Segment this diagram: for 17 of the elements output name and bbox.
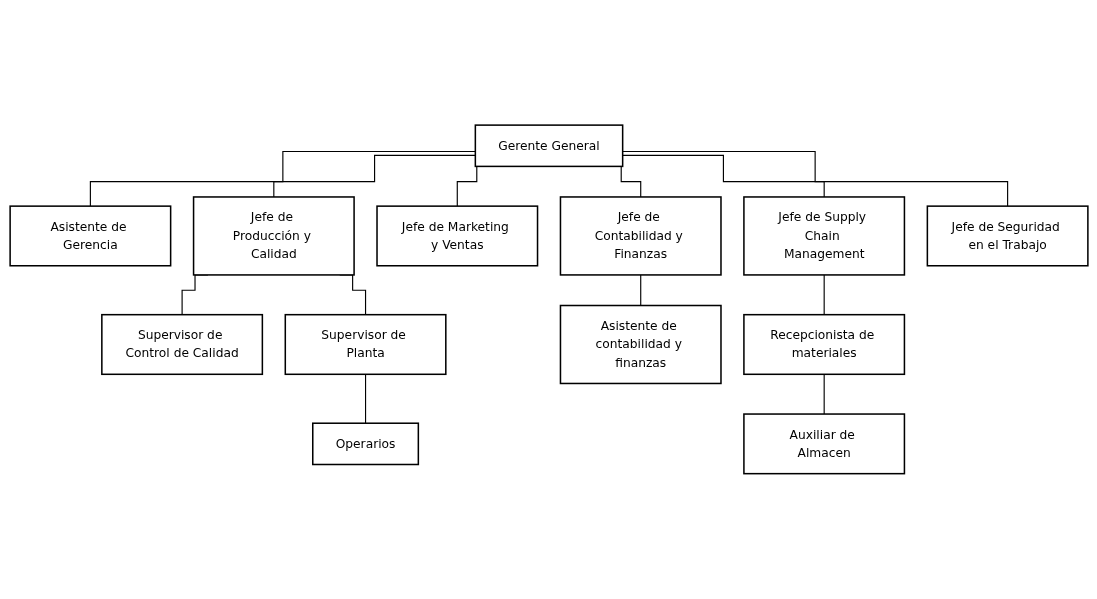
node-box: Operarios — [311, 422, 419, 466]
node-box: Gerente General — [474, 124, 623, 168]
node-box: Jefe de Marketing y Ventas — [375, 205, 538, 267]
node-box: Jefe de Seguridad en el Trabajo — [926, 205, 1089, 267]
node-box: Jefe de Supply Chain Management — [742, 196, 905, 276]
node-box: Asistente de Gerencia — [8, 205, 171, 267]
node-box: Supervisor de Planta — [284, 314, 447, 376]
connector — [364, 373, 366, 424]
connector — [639, 274, 641, 307]
node-box: Supervisor de Control de Calidad — [100, 314, 263, 376]
connector — [823, 274, 825, 316]
node-box: Auxiliar de Almacen — [742, 413, 905, 475]
connector — [823, 373, 825, 415]
node-box: Jefe de Producción y Calidad — [192, 196, 355, 276]
node-box: Jefe de Contabilidad y Finanzas — [559, 196, 722, 276]
node-box: Recepcionista de materiales — [742, 314, 905, 376]
node-box: Asistente de contabilidad y finanzas — [559, 304, 722, 385]
